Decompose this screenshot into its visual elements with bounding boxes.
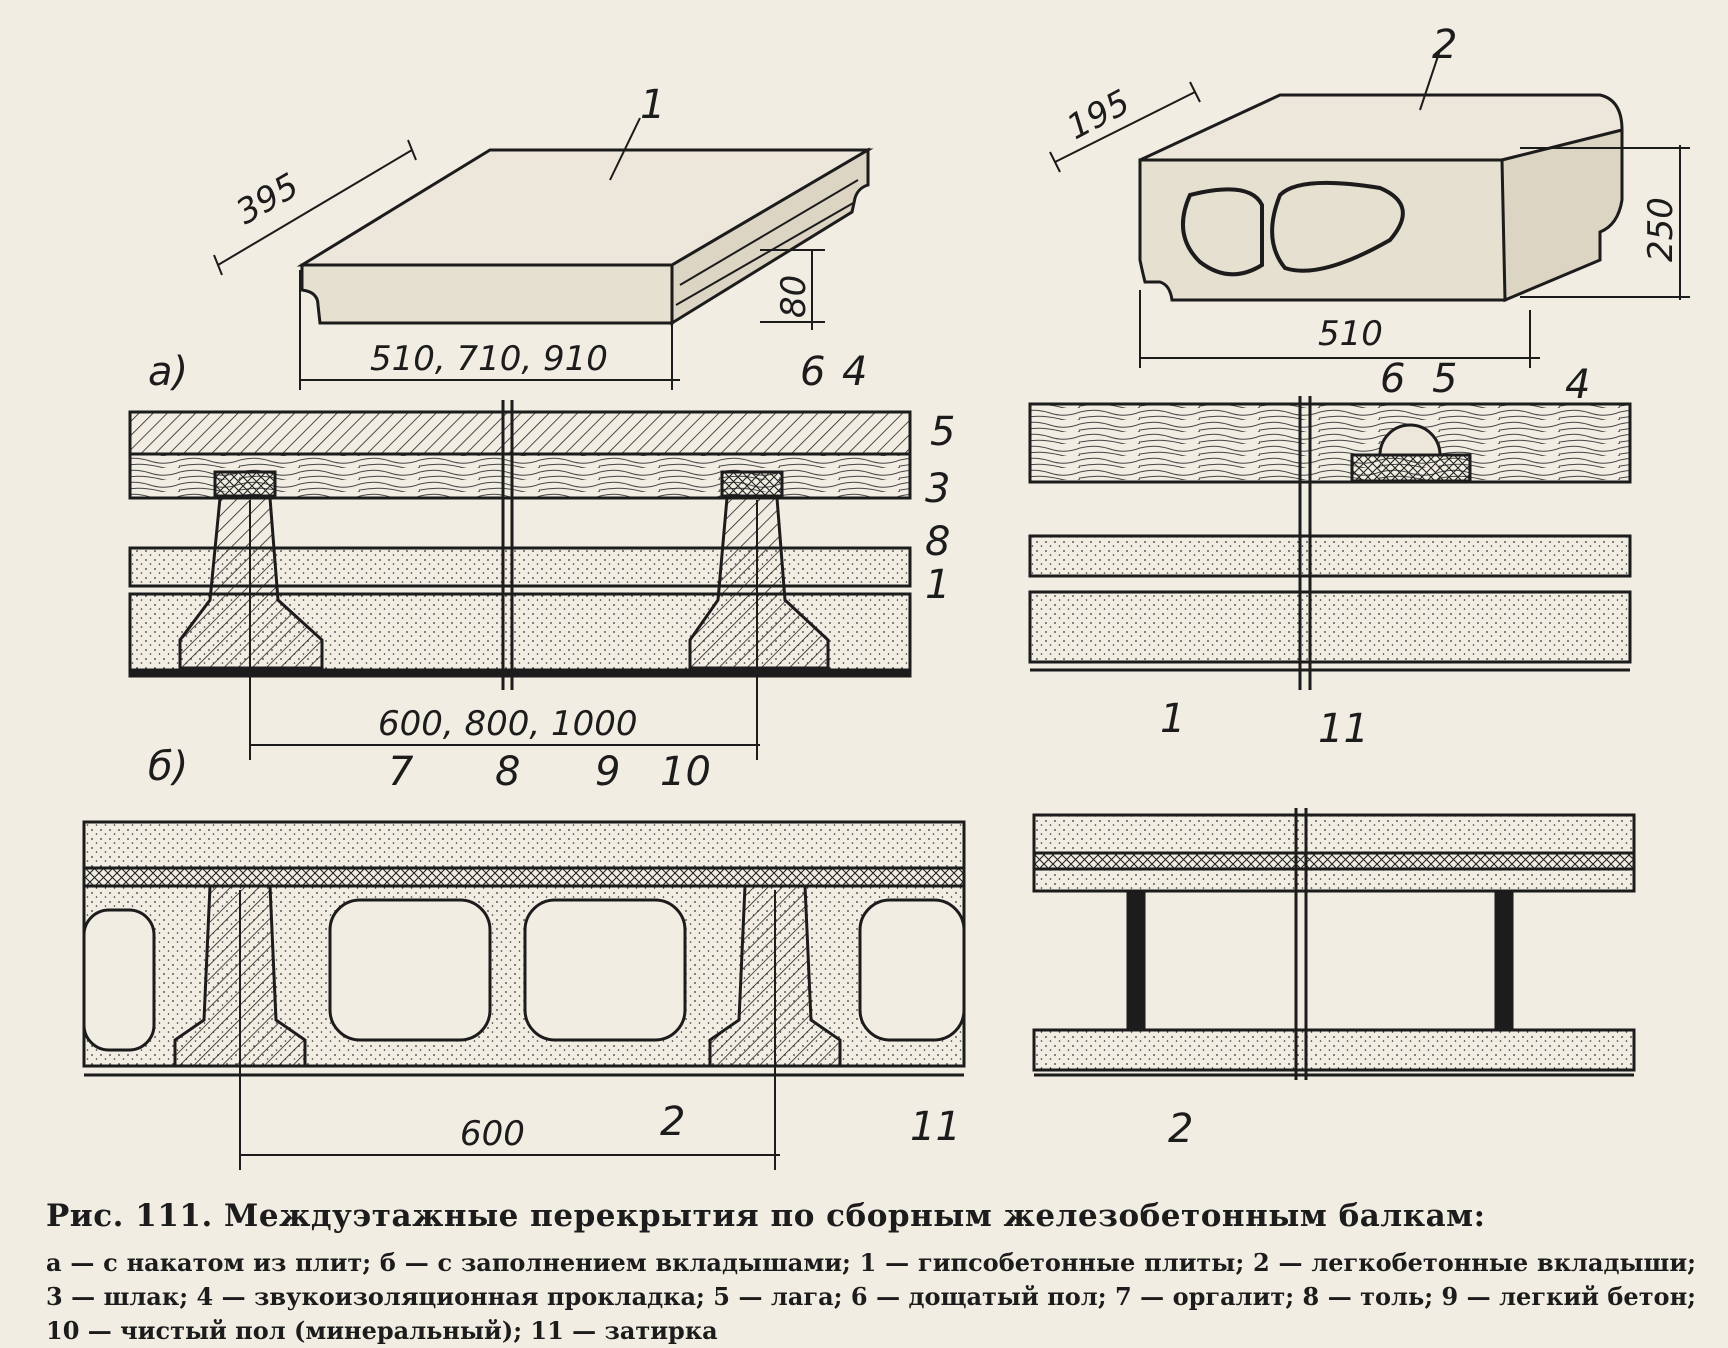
section-a-label-8: 8 [925,519,950,565]
section-a-label-1: 1 [925,562,950,608]
section-a-letter: а) [148,349,188,395]
section-a-cross-label-1: 1 [1160,696,1185,742]
section-b-label-11: 11 [910,1104,961,1150]
section-b-cross [1032,808,1636,1080]
section-b-label-9: 9 [595,749,620,795]
section-b-longitudinal [82,820,966,1077]
block-length-dim: 510 [1318,314,1383,354]
plate-thickness-dim: 80 [774,275,814,318]
plate-width-dim: 395 [230,166,306,233]
section-b-label-8: 8 [495,749,520,795]
section-a-label-6: 6 [800,349,825,395]
plate-length-dim: 510, 710, 910 [370,339,608,379]
block-dimensions [1049,49,1690,368]
section-b-cross-label-2: 2 [1168,1106,1193,1152]
figure-caption: Рис. 111. Междуэтажные перекрытия по сбо… [46,1198,1696,1348]
block-label: 2 [1432,22,1457,68]
section-a-label-3: 3 [925,466,950,512]
section-a-cross-label-11: 11 [1318,706,1369,752]
section-b-label-10: 10 [660,749,711,795]
block-width-dim: 195 [1060,82,1136,148]
section-a-label-5: 5 [930,409,955,455]
block-height-dim: 250 [1641,197,1681,262]
section-b-letter: б) [148,744,188,790]
section-a-cross-label-6: 6 [1380,356,1405,402]
gypsum-plate-isometric [296,147,874,326]
section-a-cross-label-5: 5 [1432,356,1457,402]
plate-label: 1 [640,82,665,128]
section-a-cross [1028,396,1632,690]
section-b-span-dim: 600 [460,1114,525,1154]
lightweight-block-isometric [1138,93,1624,303]
section-a-span-dim: 600, 800, 1000 [378,704,638,744]
section-a-longitudinal [128,400,912,690]
section-b-label-7: 7 [388,749,414,795]
section-b-dimension [239,890,780,1170]
section-b-label-2: 2 [660,1099,685,1145]
section-a-label-4: 4 [842,349,867,395]
caption-legend: а — с накатом из плит; б — с заполнением… [46,1248,1696,1345]
plate-dimensions [213,117,825,390]
section-a-cross-label-4: 4 [1565,362,1590,408]
section-a-dimension [249,500,760,760]
caption-title: Рис. 111. Междуэтажные перекрытия по сбо… [46,1198,1486,1234]
